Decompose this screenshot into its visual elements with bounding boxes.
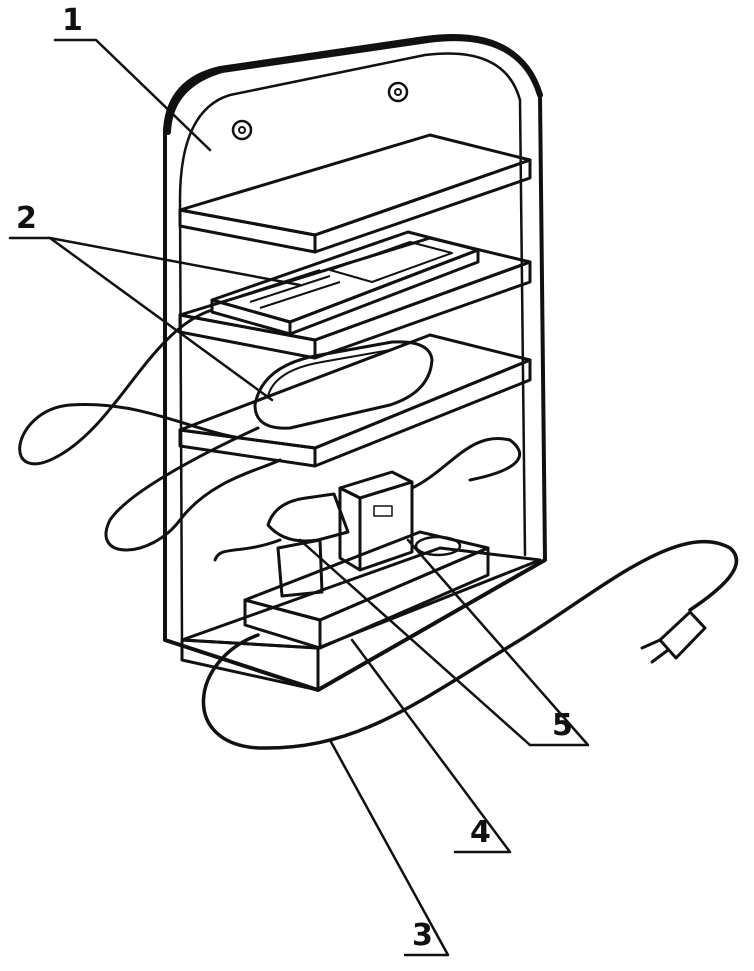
label-2: 2 bbox=[16, 201, 37, 236]
plug-icon bbox=[640, 610, 707, 664]
charger-small bbox=[266, 492, 350, 598]
charger-large bbox=[338, 470, 414, 572]
shelf-bottom bbox=[180, 546, 542, 692]
leader-lines bbox=[8, 38, 590, 957]
power-strip bbox=[243, 530, 490, 650]
power-cord bbox=[201, 539, 739, 750]
mount-hole-right bbox=[387, 81, 409, 103]
device-cables bbox=[18, 308, 522, 562]
label-5: 5 bbox=[552, 708, 573, 743]
wall-panel bbox=[163, 33, 547, 692]
label-4: 4 bbox=[470, 815, 491, 850]
shelf-lower bbox=[178, 333, 532, 468]
shelf-top bbox=[178, 133, 532, 254]
mount-hole-left bbox=[231, 119, 253, 141]
wireless-mouse bbox=[253, 340, 434, 430]
mobile-phone bbox=[210, 230, 480, 336]
label-3: 3 bbox=[412, 918, 433, 953]
label-1: 1 bbox=[62, 3, 83, 38]
